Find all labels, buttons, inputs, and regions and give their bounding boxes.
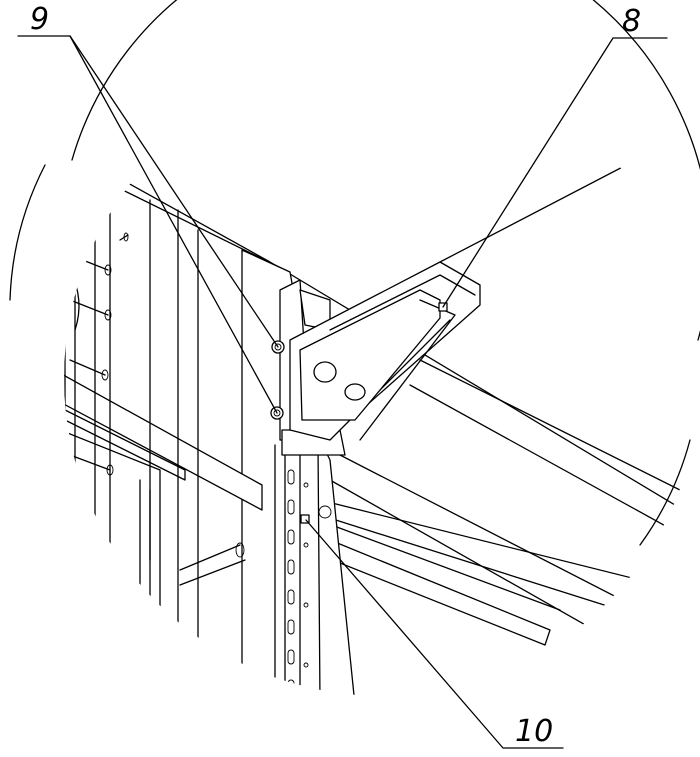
callout-label-10: 10 <box>515 714 554 749</box>
detail-view-content <box>64 151 700 696</box>
leader-lines <box>17 35 668 749</box>
callout-label-8: 8 <box>622 4 642 39</box>
support-bracket <box>289 261 481 441</box>
callout-label-9: 9 <box>30 2 50 37</box>
detail-view-circle <box>71 0 700 546</box>
ladder-frame <box>64 174 263 661</box>
